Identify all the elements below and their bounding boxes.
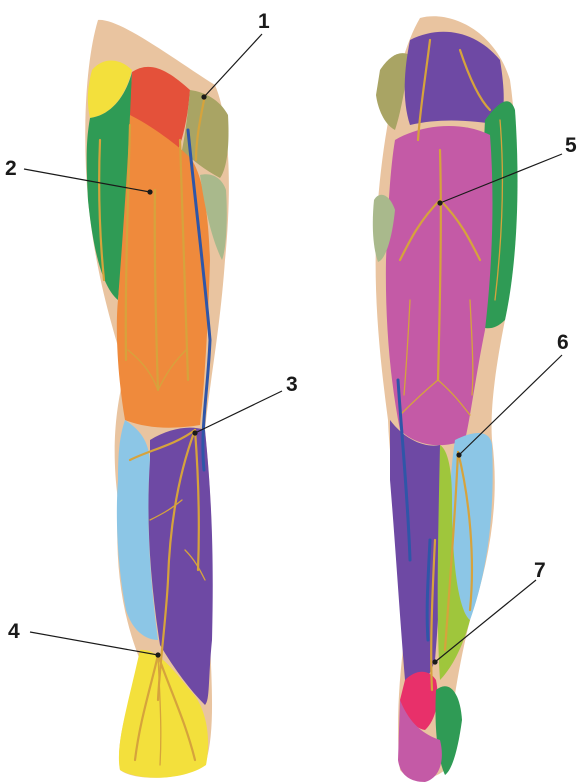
callout-label-2: 2 (5, 157, 17, 180)
posterior-leg-view (373, 16, 518, 782)
callout-label-6: 6 (557, 331, 569, 354)
callout-label-4: 4 (8, 620, 20, 643)
callout-label-5: 5 (565, 134, 577, 157)
callout-label-7: 7 (534, 559, 546, 582)
callout-label-1: 1 (258, 10, 270, 33)
callout-label-3: 3 (286, 373, 298, 396)
anterior-leg-view (85, 20, 229, 778)
